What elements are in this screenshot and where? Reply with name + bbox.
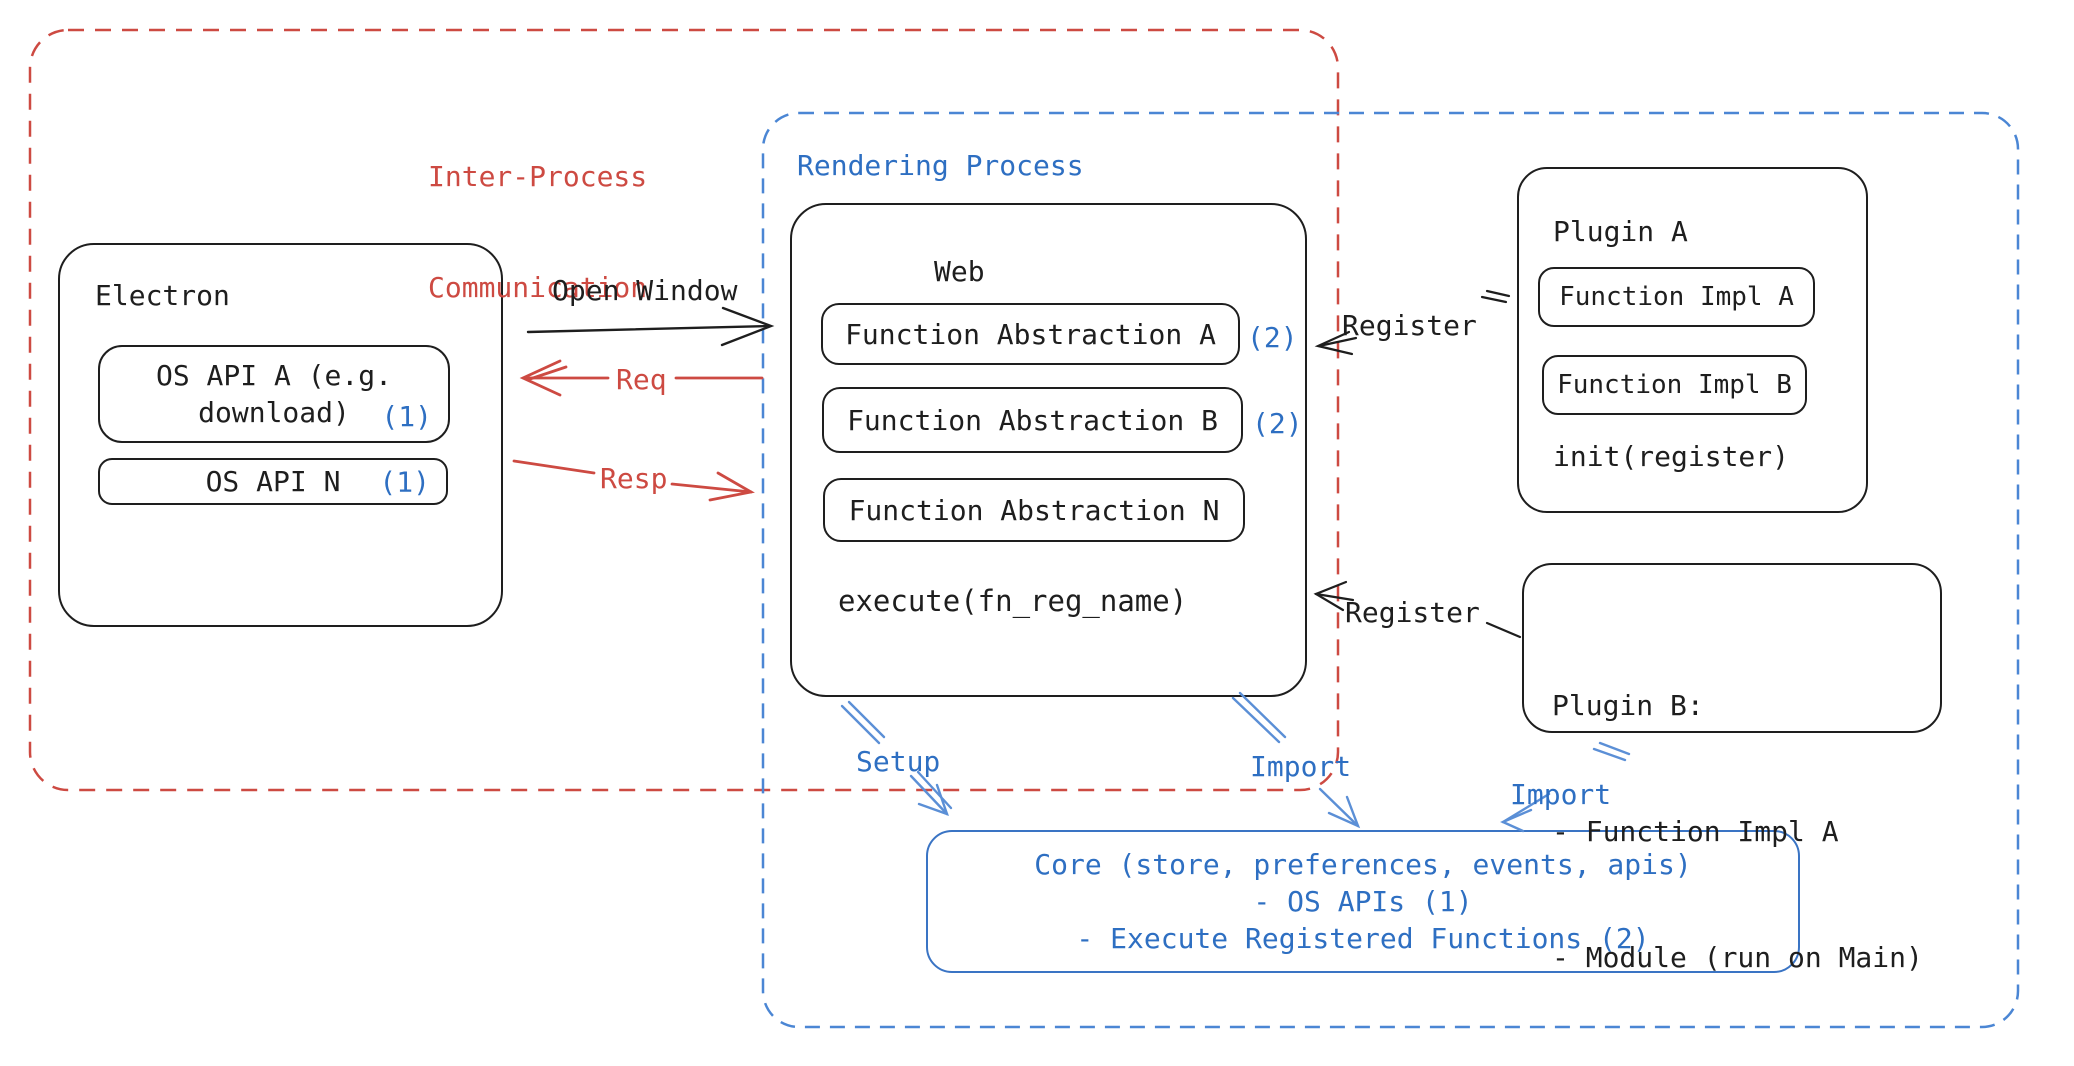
resp-label: Resp	[600, 462, 668, 495]
import-web-label: Import	[1250, 750, 1352, 783]
os-api-a-box: OS API A (e.g. download) (1)	[98, 345, 450, 443]
os-api-n-badge: (1)	[379, 465, 430, 498]
function-abstraction-a-label: Function Abstraction A	[845, 317, 1216, 351]
ipc-label-line1: Inter-Process	[428, 160, 648, 193]
os-api-a-line1: OS API A (e.g.	[155, 359, 392, 392]
import-pluginb-label: Import	[1510, 778, 1612, 811]
plugin-b-title: Plugin B:	[1552, 689, 1704, 722]
rendering-region-label: Rendering Process	[797, 149, 1084, 182]
plugin-b-item-impl-a: - Function Impl A	[1552, 815, 1839, 848]
register-bottom-label: Register	[1345, 596, 1480, 629]
function-impl-b-label: Function Impl B	[1557, 370, 1792, 400]
function-abstraction-a-badge: (2)	[1247, 321, 1298, 354]
function-impl-b-box: Function Impl B	[1542, 355, 1807, 415]
plugin-b-item-module: - Module (run on Main)	[1552, 941, 1923, 974]
function-impl-a-label: Function Impl A	[1559, 282, 1794, 312]
os-api-a-line2: download)	[198, 396, 350, 429]
init-register-label: init(register)	[1553, 440, 1790, 473]
function-impl-a-box: Function Impl A	[1538, 267, 1815, 327]
os-api-n-label: OS API N	[205, 465, 341, 498]
web-title: Web	[934, 255, 985, 288]
open-window-label: Open Window	[552, 274, 738, 307]
os-api-a-badge: (1)	[381, 400, 432, 433]
function-abstraction-b-box: Function Abstraction B	[822, 387, 1243, 453]
function-abstraction-n-box: Function Abstraction N	[823, 478, 1245, 542]
register-top-label: Register	[1342, 309, 1477, 342]
plugin-b-content: Plugin B: - Function Impl A - Module (ru…	[1552, 601, 1923, 1063]
req-label: Req	[616, 363, 667, 396]
ipc-region-label: Inter-Process Communication	[428, 84, 647, 380]
setup-label: Setup	[856, 745, 941, 778]
execute-label: execute(fn_reg_name)	[838, 584, 1188, 618]
electron-title: Electron	[95, 279, 230, 312]
function-abstraction-b-label: Function Abstraction B	[847, 403, 1218, 437]
function-abstraction-n-label: Function Abstraction N	[848, 493, 1220, 527]
os-api-n-box: OS API N (1)	[98, 458, 448, 505]
function-abstraction-b-badge: (2)	[1252, 407, 1303, 440]
function-abstraction-a-box: Function Abstraction A	[821, 303, 1240, 365]
core-line2: - OS APIs (1)	[1253, 885, 1473, 918]
plugin-a-title: Plugin A	[1553, 215, 1688, 248]
